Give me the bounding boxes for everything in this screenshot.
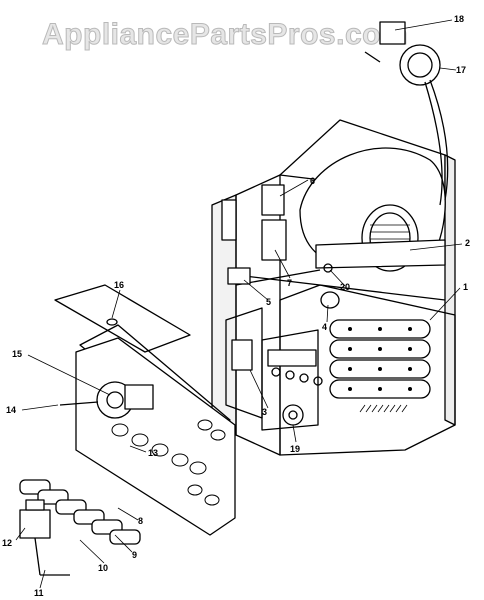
callout-5: 5 <box>266 297 271 307</box>
callout-13: 13 <box>148 448 158 458</box>
control-panel-knobs <box>267 349 323 386</box>
callout-12: 12 <box>2 538 12 548</box>
blower-assembly <box>299 147 446 272</box>
callout-7: 7 <box>287 278 292 288</box>
callout-3: 3 <box>262 407 267 417</box>
gas-valve <box>19 499 70 576</box>
callout-10: 10 <box>98 563 108 573</box>
callout-9: 9 <box>132 550 137 560</box>
callout-2: 2 <box>465 238 470 248</box>
callout-19: 19 <box>290 444 300 454</box>
leader-lines <box>15 19 463 589</box>
callout-1: 1 <box>463 282 468 292</box>
burner-panel <box>70 324 236 536</box>
top-cover-plate <box>54 284 191 353</box>
callout-18: 18 <box>454 14 464 24</box>
misc-parts <box>231 263 340 426</box>
callout-4: 4 <box>322 322 327 332</box>
motor-inset <box>364 21 449 206</box>
callout-6: 6 <box>310 176 315 186</box>
control-boards <box>221 184 287 285</box>
inducer-motor <box>59 381 154 419</box>
callout-11: 11 <box>34 588 44 598</box>
callout-8: 8 <box>138 516 143 526</box>
callout-15: 15 <box>12 349 22 359</box>
watermark-logo: AppliancePartsPros.com <box>41 18 409 52</box>
callout-14: 14 <box>6 405 16 415</box>
burner-array <box>19 479 141 545</box>
callout-20: 20 <box>340 282 350 292</box>
heat-exchanger <box>329 319 431 413</box>
callout-17: 17 <box>456 65 466 75</box>
callout-labels: 1 2 3 4 5 6 7 8 9 10 11 12 13 14 15 16 1… <box>2 14 470 598</box>
callout-16: 16 <box>114 280 124 290</box>
